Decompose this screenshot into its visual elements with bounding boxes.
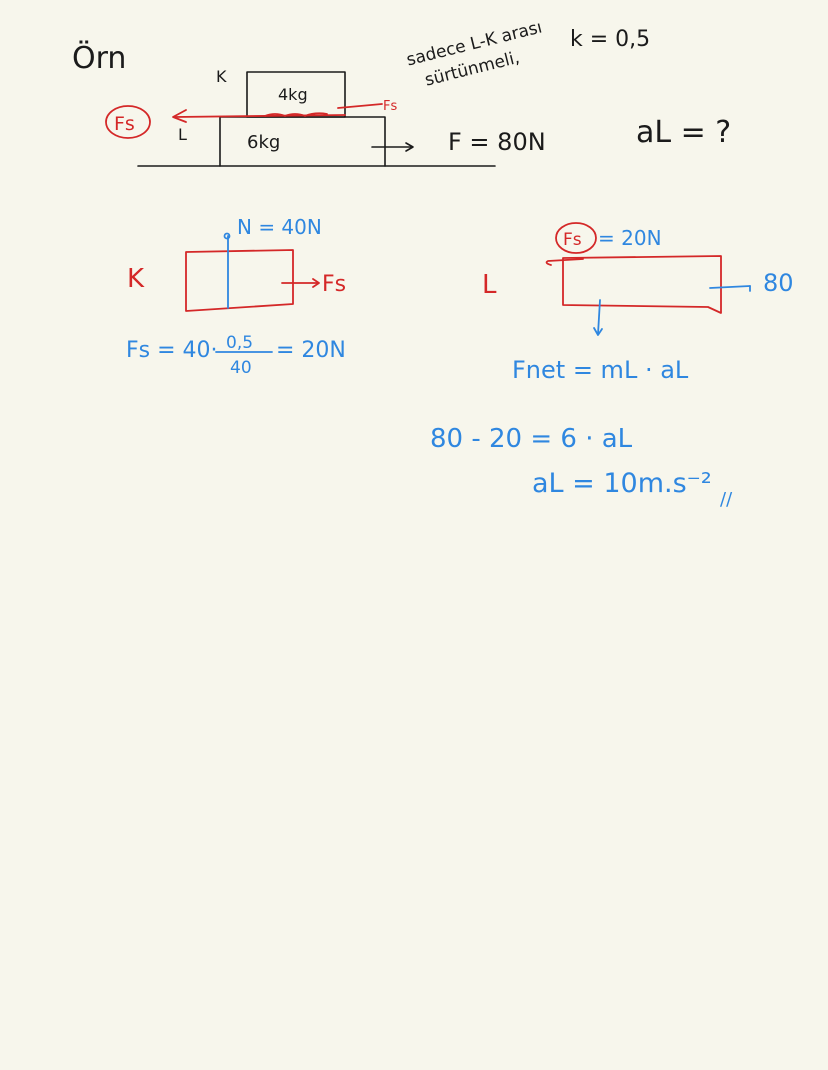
friction-arrow-left [174, 114, 346, 118]
fbd-l-force-label: 80 [763, 269, 794, 297]
heading-text: Örn [72, 40, 126, 76]
fs-equation-numerator: 0,5 [226, 333, 253, 353]
fbd-k-friction-label: Fs [322, 272, 346, 297]
friction-circle [105, 105, 151, 139]
mass-k: 4kg [278, 85, 308, 104]
fbd-l-label: L [482, 270, 497, 300]
fbd-l-friction-arrow [545, 258, 584, 266]
main-diagram [137, 71, 496, 167]
friction-coefficient: k = 0,5 [570, 27, 650, 52]
fbd-l: L Fs = 20N 80 Fnet = mL · aL 80 - 20 = 6… [430, 222, 794, 510]
fbd-k-box [185, 249, 294, 312]
fs-equation-right: = 20N [276, 338, 346, 363]
fs-equation-left: Fs = 40· [126, 338, 218, 363]
fs-equation-denominator: 40 [230, 358, 252, 378]
friction-left-label: Fs [114, 113, 135, 135]
substitution-equation: 80 - 20 = 6 · aL [430, 424, 633, 454]
fbd-l-friction-circle [555, 222, 597, 254]
fbd-k: K N = 40N Fs Fs = 40· 0,5 40 = 20N [126, 215, 346, 378]
friction-right-label: Fs [383, 99, 397, 114]
applied-force-label: F = 80N [448, 128, 546, 156]
friction-arrow-right [337, 103, 383, 109]
note-block: sadece L-K arası sürtünmeli, [405, 17, 545, 90]
fbd-l-friction-value: = 20N [598, 226, 662, 250]
normal-force-label: N = 40N [237, 215, 322, 239]
fbd-l-friction-label: Fs [563, 230, 582, 250]
fbd-l-box [562, 255, 722, 314]
fbd-k-label: K [127, 264, 145, 294]
fbd-l-force-arrow [709, 285, 751, 289]
question-text: aL = ? [636, 115, 731, 150]
result-equation: aL = 10m.s⁻² [532, 468, 712, 499]
block-l [219, 116, 386, 167]
block-k [246, 71, 346, 118]
label-k: K [216, 67, 227, 86]
label-l: L [178, 125, 187, 144]
net-force-equation: Fnet = mL · aL [512, 356, 689, 384]
weight-arrow [597, 299, 601, 335]
mass-l: 6kg [247, 132, 280, 153]
result-mark: // [720, 489, 733, 510]
